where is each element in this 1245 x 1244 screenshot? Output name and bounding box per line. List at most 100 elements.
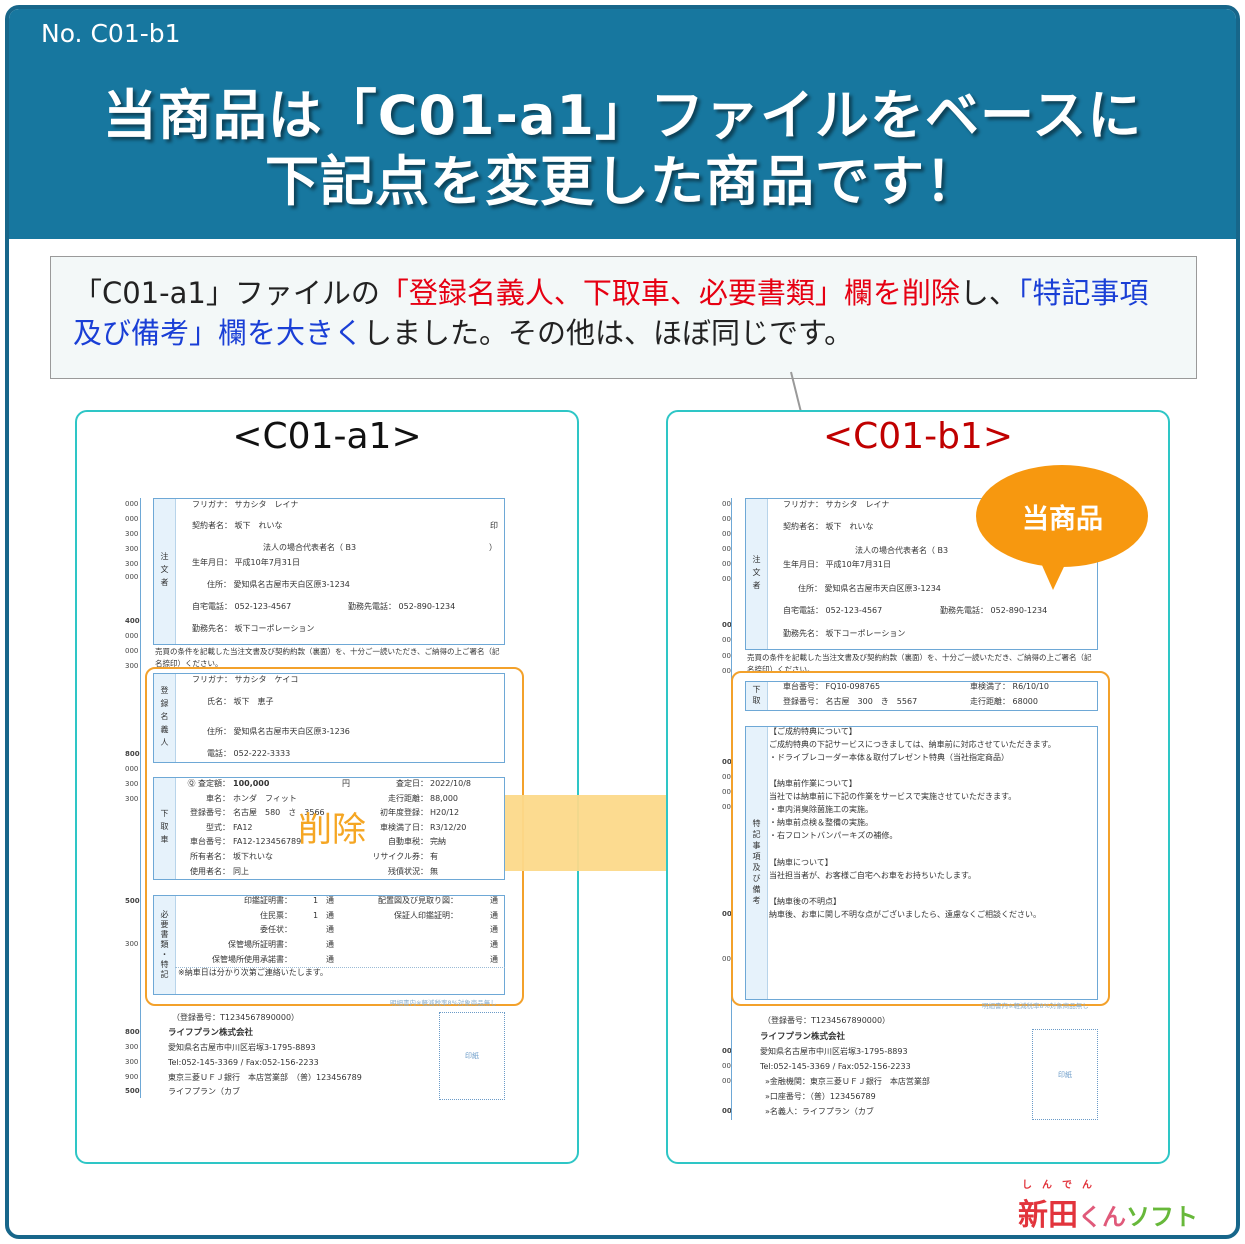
tradein-field-value: 無 — [430, 866, 438, 876]
margin-number: 000 — [125, 573, 139, 581]
remark-line: 【ご成約特典について】 — [769, 727, 857, 736]
notice: 名捺印）ください。 — [155, 659, 223, 668]
furigana: フリガナ： サカシタ レイナ — [783, 500, 890, 509]
product-badge-text: 当商品 — [1022, 504, 1103, 535]
margin-number: 00 — [722, 773, 731, 781]
remark-line: 納車後、お車に関し不明な点がございましたら、遠慮なくご相談ください。 — [769, 909, 1041, 919]
address: 住所： 愛知県名古屋市天白区原3-1234 — [798, 584, 941, 593]
remark-line: 【納車後の不明点】 — [769, 896, 841, 906]
tradein-field-label: 残債状況： — [388, 866, 428, 876]
contractor-name: 契約者名： 坂下 れいな — [783, 522, 874, 531]
margin-number: 00 — [722, 636, 731, 644]
home-tel: 自宅電話： 052-123-4567 — [192, 602, 292, 611]
margin-number: 00 — [722, 652, 731, 660]
margin-number: 00 — [722, 515, 731, 523]
footer-reg-no: （登録番号：T1234567890000） — [172, 1013, 300, 1022]
footer-company: ライフプラン株式会社 — [168, 1028, 254, 1038]
documents-box: 必要書類・特記 — [153, 895, 505, 995]
document-unit: 通 — [490, 954, 498, 964]
changed-area-highlight — [731, 671, 1110, 1006]
product-number: No. C01-b1 — [41, 19, 181, 48]
tradein-field-label: 所有者名： — [190, 852, 230, 861]
work-tel: 勤務先電話： 052-890-1234 — [940, 606, 1048, 615]
remark-line: 【納車前作業について】 — [769, 779, 857, 789]
margin-number: 000 — [125, 500, 139, 508]
documents-note: ※納車日は分かり次第ご連絡いたします。 — [178, 968, 328, 977]
document-unit: 通 — [326, 954, 334, 964]
contractor-name: 契約者名： 坂下 れいな — [192, 521, 283, 530]
tradein-box: 下取車 — [153, 777, 505, 880]
margin-number: 300 — [125, 1043, 139, 1051]
document-name: 印鑑証明書： — [244, 896, 292, 905]
document-unit: 通 — [490, 925, 498, 935]
reg-name: 氏名： 坂下 恵子 — [207, 697, 274, 706]
corp-rep: 法人の場合代表者名（ B3 — [263, 543, 357, 552]
margin-number: 00 — [722, 803, 731, 811]
footer-tel: Tel:052-145-3369 / Fax:052-156-2233 — [760, 1062, 911, 1071]
home-tel: 自宅電話： 052-123-4567 — [783, 606, 883, 615]
remarks-label: 特記事項及び備考 — [746, 727, 768, 999]
tradein-field-value: 有 — [430, 852, 438, 861]
margin-number: 00 — [722, 667, 731, 675]
tradein-field-label: 車台番号： — [190, 837, 230, 847]
document-count: 1 — [313, 896, 319, 905]
tax-note: 明細書内※軽減税率8%対象商品無し — [390, 999, 497, 1007]
margin-number: 00 — [722, 1062, 731, 1070]
margin-number: 800 — [125, 750, 140, 758]
tradein-reg: 登録番号： 名古屋 300 き 5567 — [783, 697, 918, 706]
logo-soft: ソフト — [1126, 1203, 1198, 1231]
registrant-box: 登録名義人 — [153, 673, 505, 763]
header-banner: No. C01-b1 当商品は「C01-a1」ファイルをベースに 下記点を変更し… — [9, 9, 1236, 239]
footer-company: ライフプラン株式会社 — [760, 1032, 846, 1042]
corp-rep-close: ） — [489, 543, 497, 552]
tradein-field-value: H20/12 — [430, 808, 460, 818]
tradein-field-label: 初年度登録： — [380, 808, 428, 818]
remark-line: ・納車前点検＆整備の実施。 — [769, 818, 873, 828]
reg-tel: 電話： 052-222-3333 — [207, 749, 291, 758]
title-line-2: 下記点を変更した商品です！ — [265, 150, 980, 213]
margin-number: 500 — [125, 897, 140, 905]
tradein-field-value: 坂下れいな — [233, 852, 273, 861]
margin-number: 00 — [722, 758, 732, 766]
remark-line: ご成約特典の下記サービスにつきましては、納車前に対応させていただきます。 — [769, 740, 1056, 750]
notice: 売買の条件を記載した当注文書及び契約約款（裏面）を、十分ご一読いただき、ご納得の… — [747, 653, 1092, 662]
footer-holder: »名義人：ライフプラン（カブ — [765, 1107, 874, 1116]
tradein-field-label: リサイクル券： — [372, 852, 428, 861]
footer-reg-no: （登録番号：T1234567890000） — [763, 1016, 891, 1025]
tradein-field-label: 登録番号： — [190, 808, 230, 818]
callout-enlarged: 「特記事項及び備考」欄を大きく — [73, 276, 1149, 350]
remark-line: 【納車について】 — [769, 857, 833, 867]
tradein-box: 下取 — [745, 681, 1098, 711]
margin-number: 300 — [125, 545, 139, 553]
margin-number: 00 — [722, 1047, 732, 1055]
footer-address: 愛知県名古屋市中川区岩塚3-1795-8893 — [168, 1043, 316, 1052]
title-line-1: 当商品は「C01-a1」ファイルをベースに — [102, 84, 1143, 147]
tradein-field-label: Ⓠ 査定額： — [187, 779, 230, 788]
margin-number: 00 — [722, 500, 731, 508]
tradein-field-label: 車検満了日： — [380, 822, 428, 832]
tradein-chassis: 車台番号： FQ10-098765 — [783, 682, 881, 691]
birth-date: 生年月日： 平成10年7月31日 — [192, 558, 300, 567]
document-name: 委任状： — [260, 925, 292, 935]
tradein-field-value: FA12-123456789 — [233, 837, 302, 847]
document-name: 配置図及び見取り図： — [378, 896, 458, 905]
tradein-field-value: ホンダ フィット — [233, 793, 297, 803]
footer-bank: »金融機関：東京三菱ＵＦＪ銀行 本店営業部 — [765, 1077, 930, 1086]
tradein-field-label: 自動車税： — [388, 837, 428, 847]
tradein-field-value: 2022/10/8 — [430, 779, 472, 788]
footer-tel: Tel:052-145-3369 / Fax:052-156-2233 — [168, 1058, 319, 1067]
work-name: 勤務先名： 坂下コーポレーション — [192, 624, 315, 633]
logo-shinden: 新田 — [1018, 1198, 1078, 1233]
logo: 新田くんソフト — [1018, 1190, 1198, 1234]
margin-number: 00 — [722, 545, 731, 553]
document-name: 保証人印鑑証明： — [394, 910, 458, 920]
margin-number: 300 — [125, 780, 139, 788]
tradein-field-value: 同上 — [233, 866, 249, 876]
tradein-field-label: 車名： — [206, 793, 230, 803]
footer-address: 愛知県名古屋市中川区岩塚3-1795-8893 — [760, 1047, 908, 1056]
tradein-field-label: 査定日： — [396, 779, 428, 788]
product-badge-bubble — [976, 465, 1148, 590]
document-unit: 通 — [326, 925, 334, 935]
tradein-field-value: FA12 — [233, 822, 253, 832]
tradein-field-value: 完納 — [430, 837, 446, 847]
